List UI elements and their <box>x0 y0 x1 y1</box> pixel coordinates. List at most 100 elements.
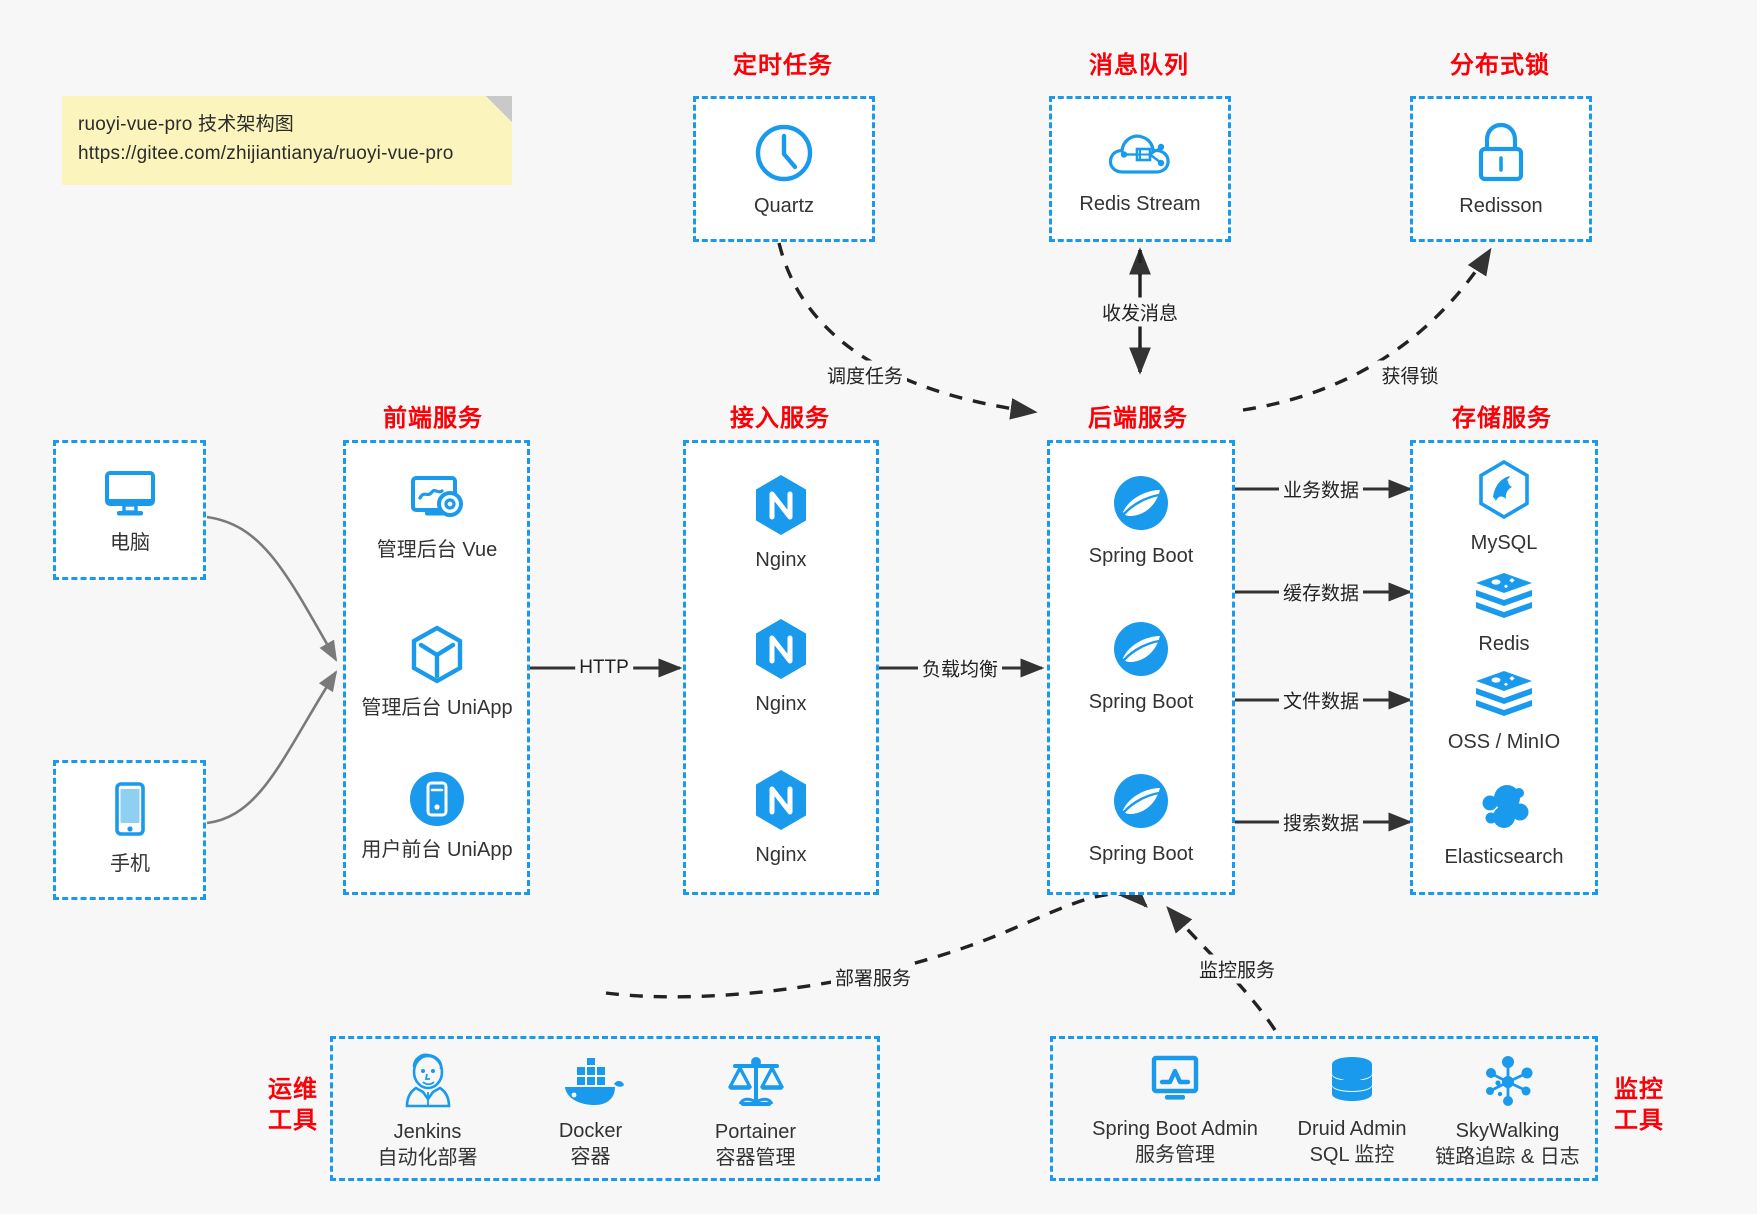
edge-label-http: HTTP <box>575 656 633 680</box>
spring-boot-icon <box>1114 774 1168 828</box>
edge-label-deploy-service: 部署服务 <box>830 962 916 992</box>
node-spring-boot-1[interactable]: Spring Boot <box>1081 472 1201 569</box>
monitor-gear-icon <box>411 476 463 517</box>
node-label: Redisson <box>1459 195 1543 217</box>
docker-icon <box>564 1058 624 1105</box>
node-label: 管理后台 UniApp <box>361 697 513 719</box>
cloud-network-icon <box>1108 134 1170 174</box>
node-label: Quartz <box>753 195 815 217</box>
node-nginx-3[interactable]: Nginx <box>721 767 841 868</box>
node-nginx-1[interactable]: Nginx <box>721 472 841 573</box>
node-graph-icon <box>1485 1056 1532 1106</box>
node-label: MySQL <box>1470 532 1538 554</box>
mobile-icon <box>115 782 145 836</box>
node-redisson[interactable]: Redisson <box>1441 120 1561 219</box>
node-label: Jenkins <box>393 1121 462 1143</box>
spring-boot-icon <box>1114 476 1168 530</box>
nginx-icon <box>756 475 806 535</box>
node-docker[interactable]: Docker 容器 <box>523 1057 658 1171</box>
edge-label-monitor-service: 监控服务 <box>1194 954 1280 984</box>
node-druid-admin[interactable]: Druid Admin SQL 监控 <box>1272 1055 1432 1169</box>
group-box-monitor <box>1050 1036 1598 1181</box>
node-label: 电脑 <box>110 532 150 554</box>
jenkins-icon <box>405 1053 450 1108</box>
node-admin-uniapp[interactable]: 管理后台 UniApp <box>356 624 518 721</box>
edge-label-search-data: 搜索数据 <box>1278 807 1364 837</box>
group-title-monitor: 监控 工具 <box>1614 1076 1664 1134</box>
node-sublabel: 自动化部署 <box>377 1147 478 1169</box>
edge-label-cache-data: 缓存数据 <box>1278 577 1364 607</box>
node-mobile[interactable]: 手机 <box>77 780 183 877</box>
node-label: Spring Boot <box>1088 545 1194 567</box>
group-title-scheduled-task: 定时任务 <box>733 52 833 79</box>
node-label: Spring Boot Admin <box>1092 1118 1258 1140</box>
group-box-distributed-lock <box>1410 96 1592 242</box>
node-jenkins[interactable]: Jenkins 自动化部署 <box>360 1052 495 1172</box>
node-label: OSS / MinIO <box>1447 731 1561 753</box>
redis-icon <box>1476 573 1532 618</box>
node-label: Nginx <box>755 844 807 866</box>
monitor-chart-icon <box>1151 1055 1199 1100</box>
minio-icon <box>1476 671 1532 716</box>
group-title-backend: 后端服务 <box>1088 405 1188 432</box>
scale-icon <box>727 1057 784 1106</box>
group-title-frontend: 前端服务 <box>383 405 483 432</box>
info-note: ruoyi-vue-pro 技术架构图 https://gitee.com/zh… <box>62 96 512 185</box>
node-admin-vue[interactable]: 管理后台 Vue <box>356 472 518 563</box>
node-label: Spring Boot <box>1088 691 1194 713</box>
group-box-pc <box>53 440 206 580</box>
note-title: ruoyi-vue-pro 技术架构图 <box>78 114 295 135</box>
database-icon <box>1332 1057 1372 1101</box>
desktop-icon <box>105 471 155 516</box>
node-label: Redis <box>1478 633 1530 655</box>
node-label: Docker <box>558 1120 623 1142</box>
node-label: Spring Boot <box>1088 843 1194 865</box>
node-user-uniapp[interactable]: 用户前台 UniApp <box>356 770 518 863</box>
clock-icon <box>755 124 813 182</box>
spring-boot-icon <box>1114 622 1168 676</box>
group-box-message-queue <box>1049 96 1231 242</box>
node-label: Elasticsearch <box>1444 846 1564 868</box>
elasticsearch-icon <box>1482 785 1529 828</box>
node-redis-stream[interactable]: Redis Stream <box>1079 124 1201 217</box>
node-mysql[interactable]: MySQL <box>1444 459 1564 556</box>
node-spring-boot-2[interactable]: Spring Boot <box>1081 618 1201 715</box>
node-label: SkyWalking <box>1455 1120 1560 1142</box>
nginx-icon <box>756 770 806 830</box>
node-label: 管理后台 Vue <box>376 539 498 561</box>
group-title-devops: 运维 工具 <box>268 1076 318 1134</box>
edge-label-business-data: 业务数据 <box>1278 474 1364 504</box>
edge-label-acquire-lock: 获得锁 <box>1377 360 1443 390</box>
mysql-icon <box>1479 459 1529 520</box>
node-nginx-2[interactable]: Nginx <box>721 616 841 717</box>
node-portainer[interactable]: Portainer 容器管理 <box>688 1052 823 1172</box>
node-sublabel: 容器 <box>570 1146 611 1168</box>
app-phone-icon <box>410 772 464 826</box>
node-quartz[interactable]: Quartz <box>724 122 844 219</box>
node-sublabel: 服务管理 <box>1135 1144 1215 1166</box>
edge-label-send-receive-message: 收发消息 <box>1097 297 1183 327</box>
node-elasticsearch[interactable]: Elasticsearch <box>1444 777 1564 870</box>
group-title-message-queue: 消息队列 <box>1089 52 1189 79</box>
node-pc[interactable]: 电脑 <box>77 465 183 556</box>
nginx-icon <box>756 619 806 679</box>
node-label: 手机 <box>110 853 150 875</box>
group-title-gateway: 接入服务 <box>730 405 830 432</box>
edge-label-file-data: 文件数据 <box>1278 685 1364 715</box>
group-title-storage: 存储服务 <box>1452 405 1552 432</box>
note-fold-corner <box>486 96 512 122</box>
node-sublabel: 容器管理 <box>715 1147 796 1169</box>
node-label: Druid Admin <box>1297 1118 1407 1140</box>
edge-label-load-balance: 负载均衡 <box>917 653 1003 683</box>
node-skywalking[interactable]: SkyWalking 链路追踪 & 日志 <box>1420 1055 1595 1171</box>
node-oss-minio[interactable]: OSS / MinIO <box>1444 668 1564 755</box>
node-label: Nginx <box>755 549 807 571</box>
node-label: Portainer <box>714 1121 797 1143</box>
group-title-distributed-lock: 分布式锁 <box>1450 52 1550 79</box>
edge-label-schedule-task: 调度任务 <box>822 360 908 390</box>
node-spring-boot-admin[interactable]: Spring Boot Admin 服务管理 <box>1075 1055 1275 1169</box>
node-redis[interactable]: Redis <box>1444 570 1564 657</box>
node-label: 用户前台 UniApp <box>361 839 513 861</box>
node-sublabel: 链路追踪 & 日志 <box>1435 1146 1580 1168</box>
node-spring-boot-3[interactable]: Spring Boot <box>1081 770 1201 867</box>
